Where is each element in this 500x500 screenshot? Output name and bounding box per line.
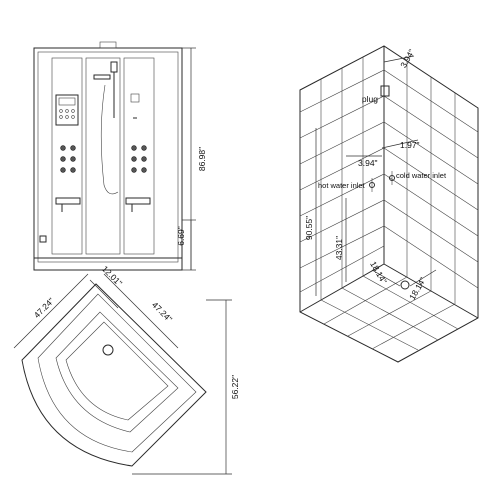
dim-front-width — [89, 279, 119, 309]
shower-hose — [100, 84, 119, 195]
hand-shower-holder — [130, 93, 140, 103]
right-wall-tiles — [383, 61, 479, 304]
shower-head-icon — [110, 61, 118, 73]
front-inner-frame — [37, 51, 179, 263]
massage-jets-right — [131, 145, 147, 173]
front-height-base-label: 6.69" — [176, 226, 186, 246]
left-handle — [55, 197, 81, 205]
control-display — [58, 97, 76, 106]
dim-inlet-b — [381, 139, 419, 149]
front-view: 86.98" 6.69" — [33, 41, 207, 271]
drain-icon — [102, 344, 114, 356]
top-outer-outline — [21, 283, 207, 467]
massage-jets-left — [60, 145, 76, 173]
cold-inlet-label: cold water inlet — [396, 171, 447, 180]
control-buttons — [59, 109, 75, 119]
floor-tiles — [320, 275, 459, 351]
front-height-total-label: 86.98" — [197, 147, 207, 171]
top-diagonal-label: 56.22" — [230, 375, 240, 399]
control-panel — [55, 94, 79, 126]
install-height-total-label: 90.55" — [304, 216, 314, 240]
plug-label: plug — [362, 94, 378, 104]
front-outer-frame — [33, 47, 183, 271]
top-vent — [99, 41, 117, 49]
drain-left-label: 18.14" — [368, 259, 389, 285]
right-handle — [125, 197, 151, 205]
left-wall-tiles — [299, 57, 385, 300]
right-panel — [123, 57, 155, 255]
dim-left-side — [13, 273, 89, 349]
left-panel — [51, 57, 83, 255]
top-view: 47.24" 47.24" 12.01" 56.22" — [13, 264, 240, 475]
tray-outline — [55, 311, 179, 433]
installation-view: plug 3.94" 3.94" 1.97" hot water inlet c… — [299, 45, 479, 363]
center-panel — [85, 57, 121, 255]
drain-icon — [400, 280, 410, 290]
base-switch — [39, 235, 47, 243]
inlet-spacing-b-label: 1.97" — [400, 140, 420, 150]
shelf — [93, 74, 111, 80]
top-side-right-label: 47.24" — [150, 300, 174, 324]
install-height-inlet-label: 43.31" — [334, 236, 344, 260]
plug-icon — [380, 85, 390, 97]
dim-right-side — [103, 273, 179, 349]
top-inner-outline — [37, 293, 197, 453]
top-side-left-label: 47.24" — [32, 296, 56, 320]
hot-inlet-label: hot water inlet — [318, 181, 366, 190]
tray-inner — [65, 321, 169, 421]
top-front-width-label: 12.01" — [100, 264, 124, 288]
inlet-spacing-a-label: 3.94" — [358, 158, 378, 168]
